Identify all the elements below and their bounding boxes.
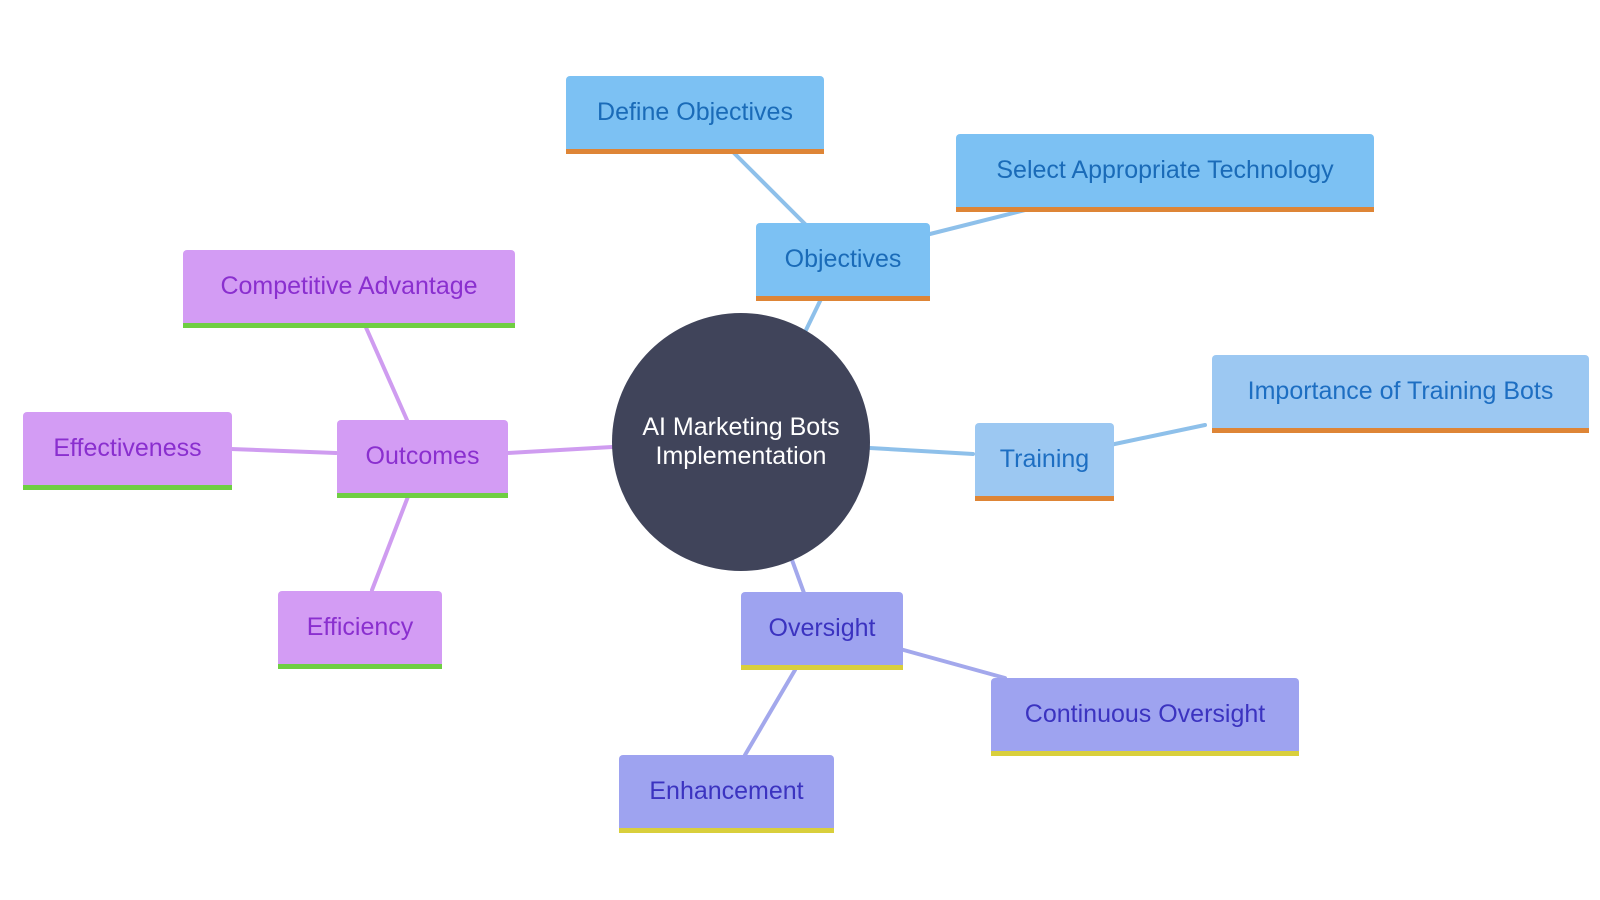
node-label: Continuous Oversight <box>1024 700 1266 728</box>
edge-outcomes-effectiveness <box>229 447 338 455</box>
edge-oversight-continuous <box>898 647 1007 680</box>
node-oversight[interactable]: Oversight <box>741 592 903 670</box>
node-label: Objectives <box>784 245 902 273</box>
node-label: Oversight <box>768 614 876 642</box>
node-continuous-oversight[interactable]: Continuous Oversight <box>991 678 1299 756</box>
edge-center-training <box>868 446 975 456</box>
node-label: Select Appropriate Technology <box>996 156 1334 184</box>
node-select-appropriate-technology[interactable]: Select Appropriate Technology <box>956 134 1374 212</box>
node-enhancement[interactable]: Enhancement <box>619 755 834 833</box>
edge-center-oversight <box>790 558 806 595</box>
node-outcomes[interactable]: Outcomes <box>337 420 508 498</box>
central-topic-label: AI Marketing Bots Implementation <box>642 413 840 470</box>
node-effectiveness[interactable]: Effectiveness <box>23 412 232 490</box>
node-competitive-advantage[interactable]: Competitive Advantage <box>183 250 515 328</box>
edge-objectives-define <box>731 150 808 227</box>
node-objectives[interactable]: Objectives <box>756 223 930 301</box>
node-label: Effectiveness <box>53 434 202 462</box>
central-topic-node[interactable]: AI Marketing Bots Implementation <box>612 313 870 571</box>
node-importance-of-training-bots[interactable]: Importance of Training Bots <box>1212 355 1589 433</box>
edge-center-outcomes <box>505 445 614 455</box>
edge-outcomes-competitive <box>362 321 409 422</box>
edge-center-objectives <box>804 295 824 332</box>
node-label: Define Objectives <box>597 98 793 126</box>
node-define-objectives[interactable]: Define Objectives <box>566 76 824 154</box>
node-label: Outcomes <box>365 442 480 470</box>
edge-oversight-enhancement <box>743 668 797 757</box>
edge-objectives-technology <box>924 208 1027 237</box>
node-efficiency[interactable]: Efficiency <box>278 591 442 669</box>
node-label: Training <box>999 445 1090 473</box>
node-training[interactable]: Training <box>975 423 1114 501</box>
edge-outcomes-efficiency <box>370 492 411 592</box>
node-label: Importance of Training Bots <box>1247 377 1554 405</box>
node-label: Competitive Advantage <box>220 272 478 300</box>
node-label: Enhancement <box>649 777 804 805</box>
node-label: Efficiency <box>306 613 414 641</box>
edge-training-importance <box>1108 423 1207 447</box>
